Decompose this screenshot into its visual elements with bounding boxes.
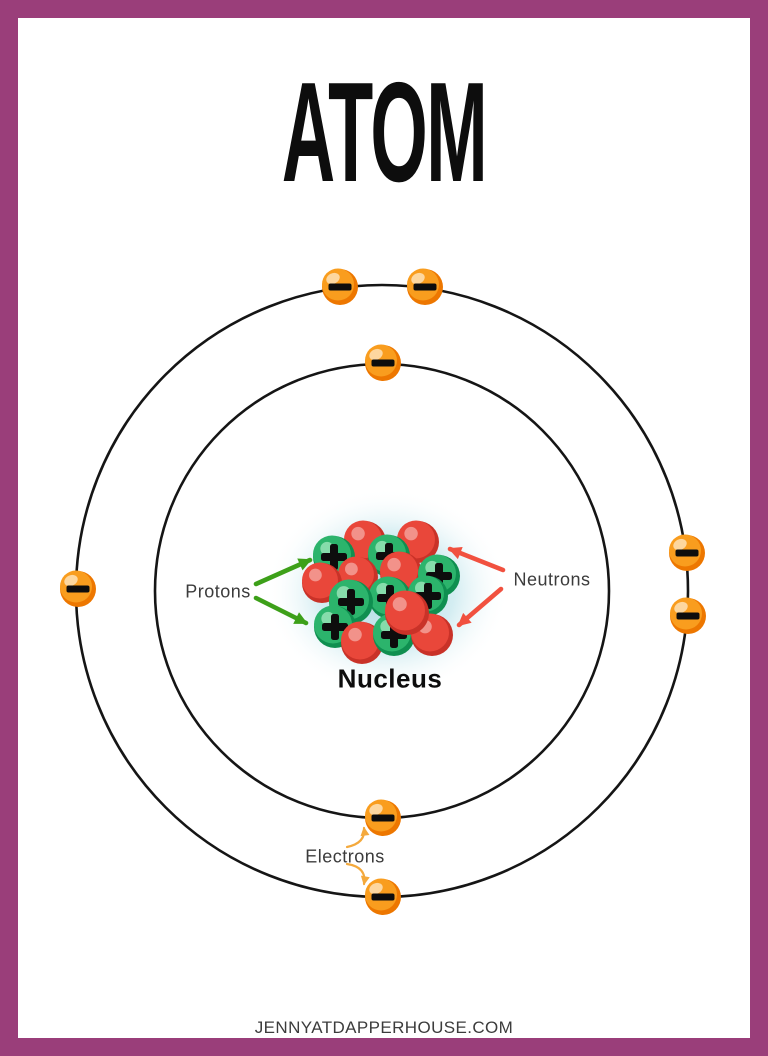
electrons-arrow	[345, 826, 370, 849]
footer-url: JENNYATDAPPERHOUSE.COM	[254, 1018, 514, 1037]
electrons-label: Electrons	[305, 846, 385, 867]
protons-arrow	[253, 595, 309, 626]
neutron	[385, 590, 429, 635]
electron-outer	[669, 534, 705, 571]
electron-outer	[670, 597, 706, 634]
electron-outer	[365, 878, 401, 915]
electron-inner	[365, 344, 401, 381]
minus-icon	[328, 283, 352, 291]
minus-icon	[413, 283, 437, 291]
minus-icon	[371, 893, 395, 901]
electron-outer	[60, 570, 96, 607]
electrons-arrow	[345, 862, 370, 886]
electron-outer	[322, 268, 358, 305]
protons-label: Protons	[185, 581, 251, 602]
neutron	[341, 621, 383, 664]
neutrons-label: Neutrons	[513, 569, 591, 590]
page-title: ATOM	[281, 53, 488, 212]
minus-icon	[675, 549, 699, 557]
protons-arrow	[253, 557, 313, 587]
nucleus-label: Nucleus	[337, 663, 443, 694]
electron-outer	[407, 268, 443, 305]
minus-icon	[676, 612, 700, 620]
neutrons-arrow	[447, 546, 506, 573]
electron-inner	[365, 799, 401, 836]
minus-icon	[371, 359, 395, 367]
minus-icon	[371, 814, 395, 822]
minus-icon	[66, 585, 90, 593]
neutrons-arrow	[456, 586, 504, 628]
